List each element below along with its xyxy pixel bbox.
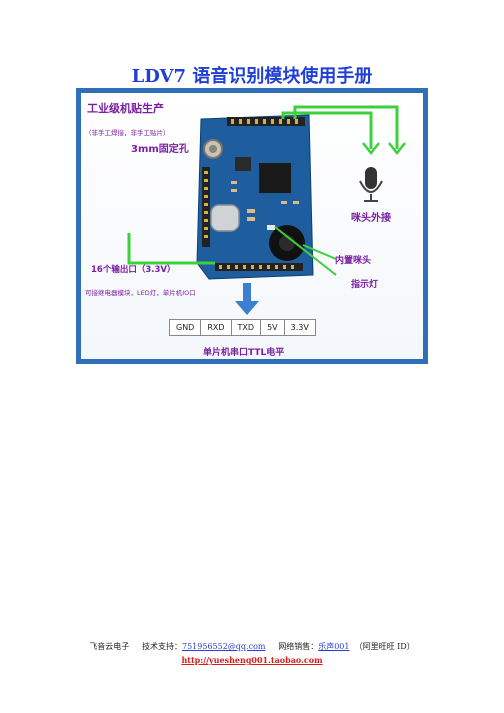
support-email-link[interactable]: 751956552@qq.com: [182, 642, 266, 651]
pin-3v3: 3.3V: [283, 319, 316, 336]
crystal-oscillator: [210, 204, 240, 232]
label-builtin-mic: 内置咪头: [335, 256, 372, 266]
bottom-pin-header: [215, 263, 303, 271]
footer-contact: 飞音云电子 技术支持：751956552@qq.com 网络销售：乐声001 （…: [0, 641, 504, 652]
label-outputs-note: 可接继电器模块，LED灯，单片机IO口: [85, 289, 196, 297]
ttl-arrow-icon: [235, 283, 259, 315]
module-figure: 工业级机贴生产 （非手工焊接，非手工贴片） 3mm固定孔 咪头外接 内置咪头 指…: [76, 88, 428, 364]
pin-txd: TXD: [230, 319, 262, 336]
main-ic-chip: [259, 163, 291, 193]
document-title: LDV7 语音识别模块使用手册: [131, 66, 373, 87]
label-outputs: 16个输出口（3.3V）: [91, 265, 176, 275]
module-board-image: [127, 105, 406, 315]
top-pin-header: [227, 117, 305, 126]
footer-sales-note: （阿里旺旺 ID）: [354, 642, 415, 651]
pin-gnd: GND: [168, 319, 202, 336]
footer-sales-label: 网络销售：: [278, 642, 319, 651]
small-ic-chip: [235, 157, 251, 171]
left-pin-header: [202, 167, 210, 247]
footer-support-label: 技术支持：: [142, 642, 182, 651]
footer-company: 飞音云电子: [89, 642, 130, 651]
footer-url-line: http://yuesheng001.taobao.com: [0, 655, 504, 665]
external-microphone-icon: [359, 167, 383, 202]
label-mount-hole: 3mm固定孔: [131, 144, 189, 155]
pin-5v: 5V: [260, 319, 285, 336]
sales-link[interactable]: 乐声001: [318, 642, 350, 651]
ttl-pin-table: GND RXD TXD 5V 3.3V: [168, 319, 316, 336]
label-smt: 工业级机贴生产: [87, 102, 164, 115]
shop-url-link[interactable]: http://yuesheng001.taobao.com: [181, 655, 323, 665]
indicator-led: [267, 225, 275, 230]
pin-rxd: RXD: [200, 319, 232, 336]
label-smt-note: （非手工焊接，非手工贴片）: [85, 129, 170, 137]
label-indicator: 指示灯: [351, 280, 379, 290]
label-external-mic: 咪头外接: [351, 213, 391, 224]
label-ttl: 单片机串口TTL电平: [203, 348, 285, 358]
